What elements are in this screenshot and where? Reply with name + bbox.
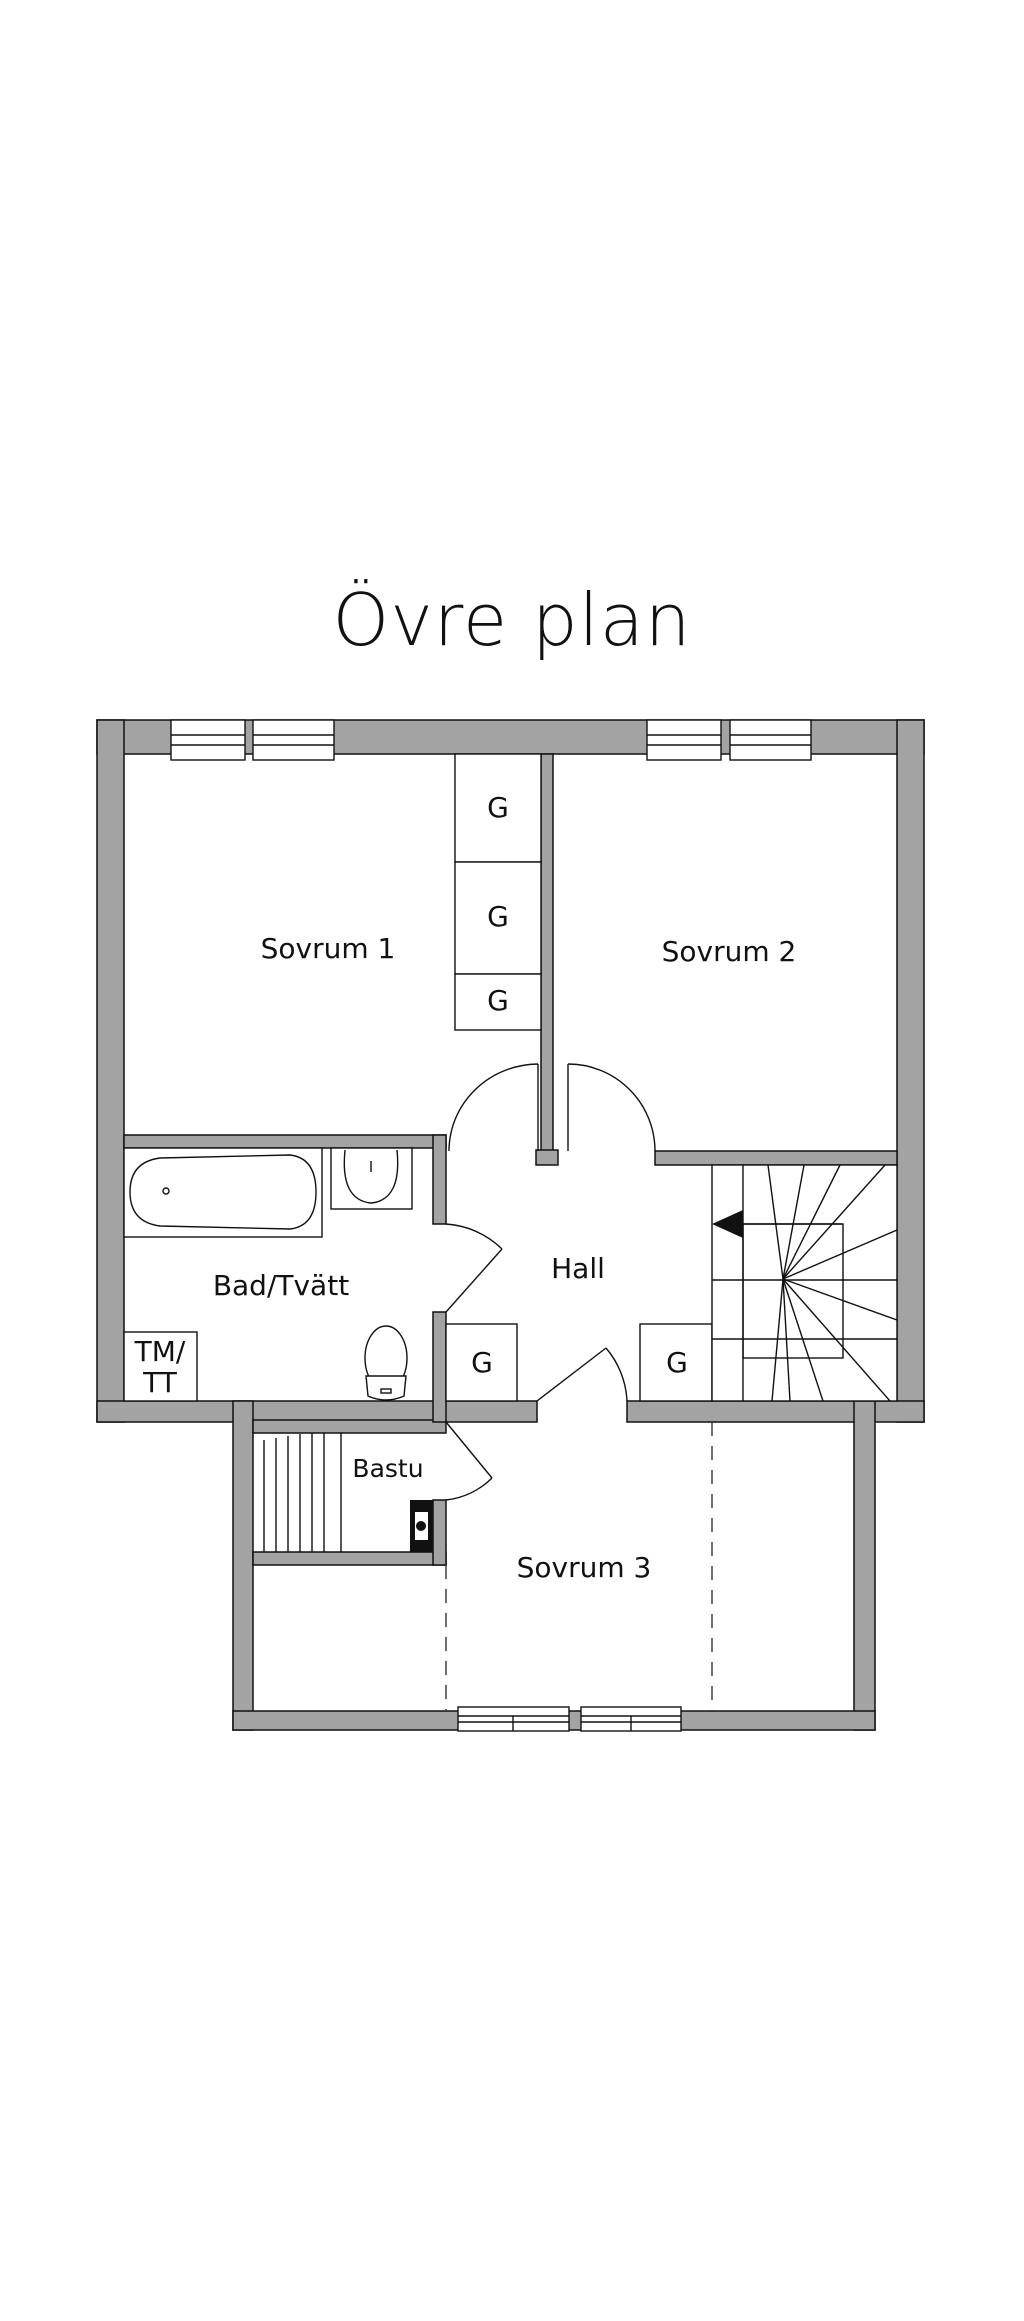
stair-arrow-icon: [712, 1210, 743, 1238]
room-label-sovrum3: Sovrum 3: [517, 1551, 652, 1584]
window: [580, 1706, 682, 1732]
interior-walls: [123, 753, 898, 1566]
window: [170, 719, 246, 761]
doors: [445, 1063, 656, 1501]
door-bathroom: [445, 1223, 503, 1313]
room-label-hall: Hall: [551, 1252, 605, 1285]
room-label-sovrum2: Sovrum 2: [662, 935, 797, 968]
closet-label: G: [487, 900, 509, 933]
room-label-bastu: Bastu: [352, 1454, 423, 1483]
tt-label: TT: [142, 1366, 178, 1399]
window: [729, 719, 812, 761]
floor-plan-title: Övre plan: [332, 578, 692, 662]
toilet-icon: [364, 1325, 408, 1401]
windows: [170, 719, 812, 1732]
tm-tt-box: [123, 1331, 198, 1402]
tm-label: TM/: [134, 1335, 186, 1368]
sauna-stove-icon: [410, 1500, 433, 1552]
closet-label: G: [666, 1346, 688, 1379]
closet-label: G: [471, 1346, 493, 1379]
window: [457, 1706, 570, 1732]
door-bastu: [445, 1421, 493, 1501]
closet-label: G: [487, 984, 509, 1017]
bathtub-icon: [123, 1147, 323, 1238]
door-sovrum3: [536, 1347, 628, 1402]
sauna-bench: [263, 1433, 342, 1552]
room-label-bad: Bad/Tvätt: [213, 1269, 349, 1302]
door-sovrum2: [567, 1063, 656, 1152]
staircase: [711, 1164, 898, 1402]
closets: [445, 753, 713, 1402]
closet-label: G: [487, 791, 509, 824]
sink-icon: [330, 1147, 413, 1210]
window: [646, 719, 722, 761]
door-sovrum1: [448, 1063, 539, 1152]
window: [252, 719, 335, 761]
room-label-sovrum1: Sovrum 1: [261, 932, 396, 965]
